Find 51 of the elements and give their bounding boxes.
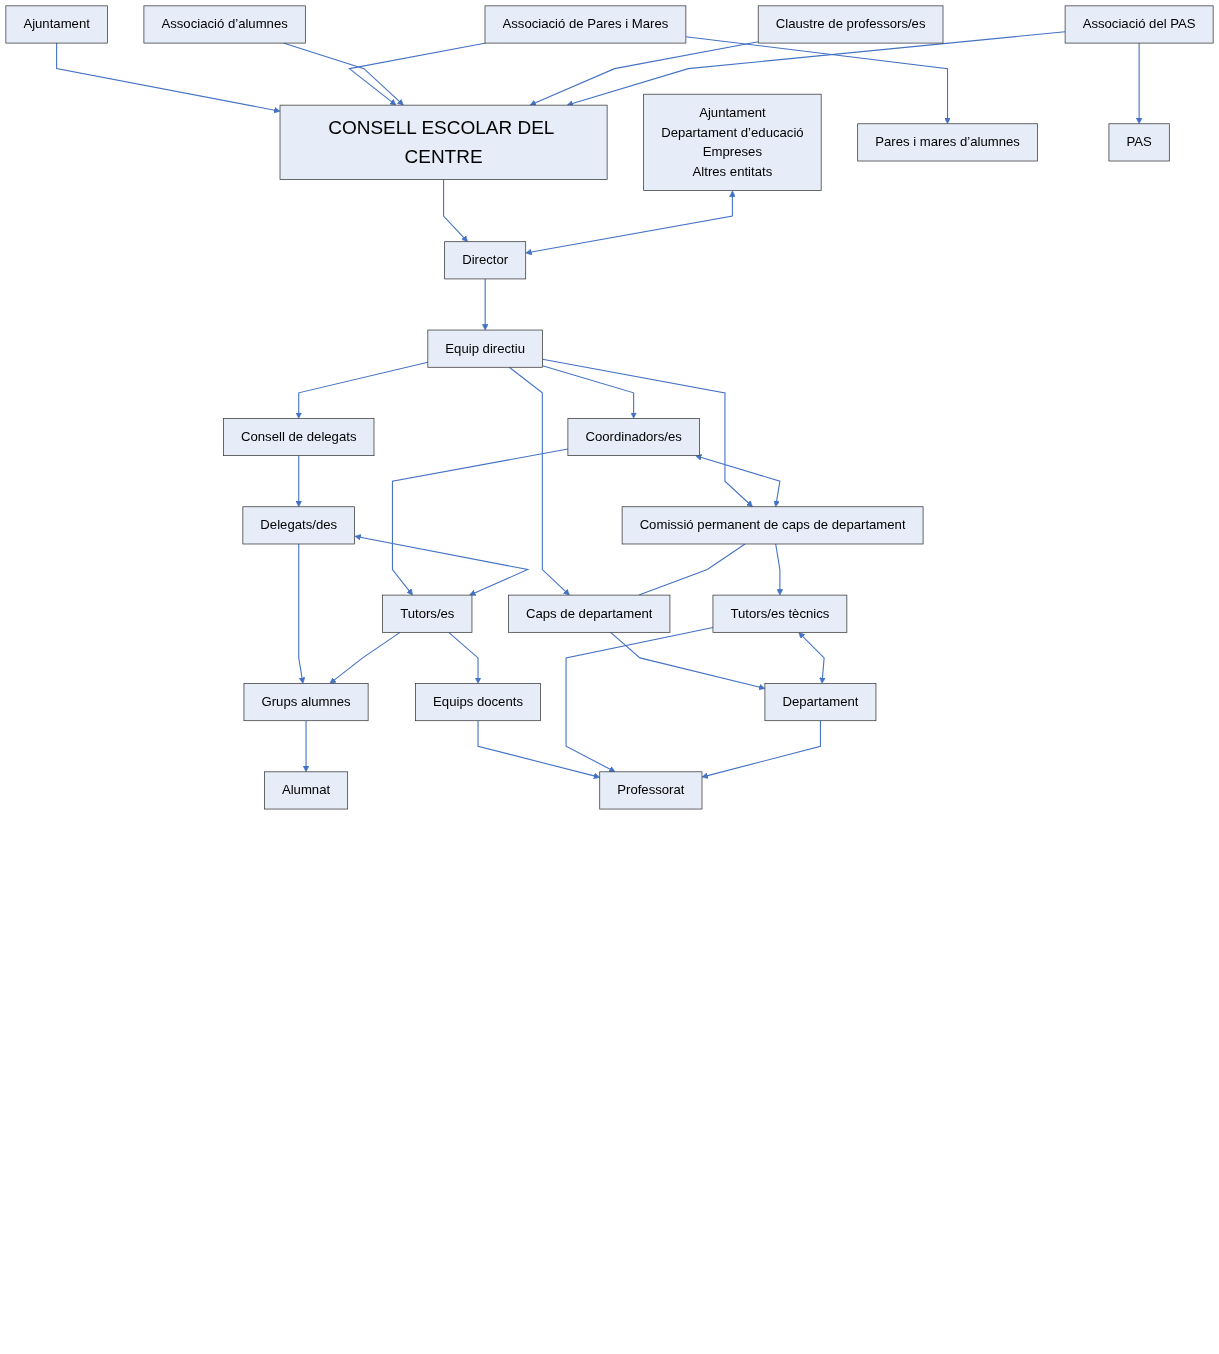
arrow bbox=[529, 41, 759, 106]
node-box: Caps de departament bbox=[508, 594, 671, 633]
arrow bbox=[701, 720, 821, 779]
arrow bbox=[298, 543, 306, 684]
arrow bbox=[798, 632, 826, 684]
arrow bbox=[56, 42, 281, 114]
arrow bbox=[481, 278, 489, 331]
arrow bbox=[566, 31, 1066, 107]
node-box: Ajuntament Departament d’educació Empreses Altres entitats bbox=[643, 93, 822, 191]
arrow bbox=[695, 454, 781, 508]
arrow bbox=[775, 543, 784, 596]
arrow bbox=[295, 455, 302, 508]
node-box: PAS bbox=[1108, 123, 1170, 162]
arrow bbox=[348, 42, 487, 106]
connector bbox=[638, 543, 746, 596]
node-box: Comissió permanent de caps de departament bbox=[621, 506, 924, 545]
node-box: Pares i mares d’alumnes bbox=[857, 123, 1038, 162]
arrow bbox=[477, 720, 600, 780]
node-box: Ajuntament bbox=[5, 5, 108, 44]
node-box: Associació de Pares i Mares bbox=[484, 5, 687, 44]
node-box: Grups alumnes bbox=[243, 683, 369, 722]
node-box: CONSELL ESCOLAR DEL CENTRE bbox=[279, 104, 608, 180]
arrow bbox=[685, 36, 951, 125]
arrow bbox=[354, 534, 530, 596]
arrow bbox=[295, 361, 429, 419]
node-box: Coordinadors/es bbox=[567, 418, 700, 456]
arrow bbox=[448, 631, 482, 684]
arrow bbox=[541, 365, 637, 419]
node-box: Consell de delegats bbox=[223, 418, 375, 456]
arrow bbox=[1135, 42, 1143, 125]
node-box: Associació del PAS bbox=[1064, 5, 1214, 44]
node-box: Associació d’alumnes bbox=[143, 5, 306, 44]
node-box: Tutors/es bbox=[382, 594, 473, 633]
node-box: Equips docents bbox=[415, 683, 541, 722]
arrow bbox=[565, 627, 714, 773]
node-box: Delegats/des bbox=[242, 506, 355, 545]
arrow bbox=[610, 631, 766, 691]
arrow bbox=[443, 179, 468, 242]
arrow bbox=[541, 358, 753, 508]
node-box: Claustre de professors/es bbox=[757, 5, 944, 44]
arrow bbox=[329, 631, 401, 684]
arrow bbox=[525, 190, 736, 256]
node-box: Alumnat bbox=[264, 771, 349, 810]
arrow bbox=[508, 366, 570, 596]
node-box: Professorat bbox=[599, 771, 703, 810]
node-box: Director bbox=[444, 241, 527, 280]
node-box: Tutors/es tècnics bbox=[712, 594, 848, 633]
node-box: Departament bbox=[764, 683, 877, 722]
node-box: Equip directiu bbox=[427, 329, 543, 368]
arrow bbox=[302, 720, 310, 773]
arrow bbox=[391, 448, 569, 596]
